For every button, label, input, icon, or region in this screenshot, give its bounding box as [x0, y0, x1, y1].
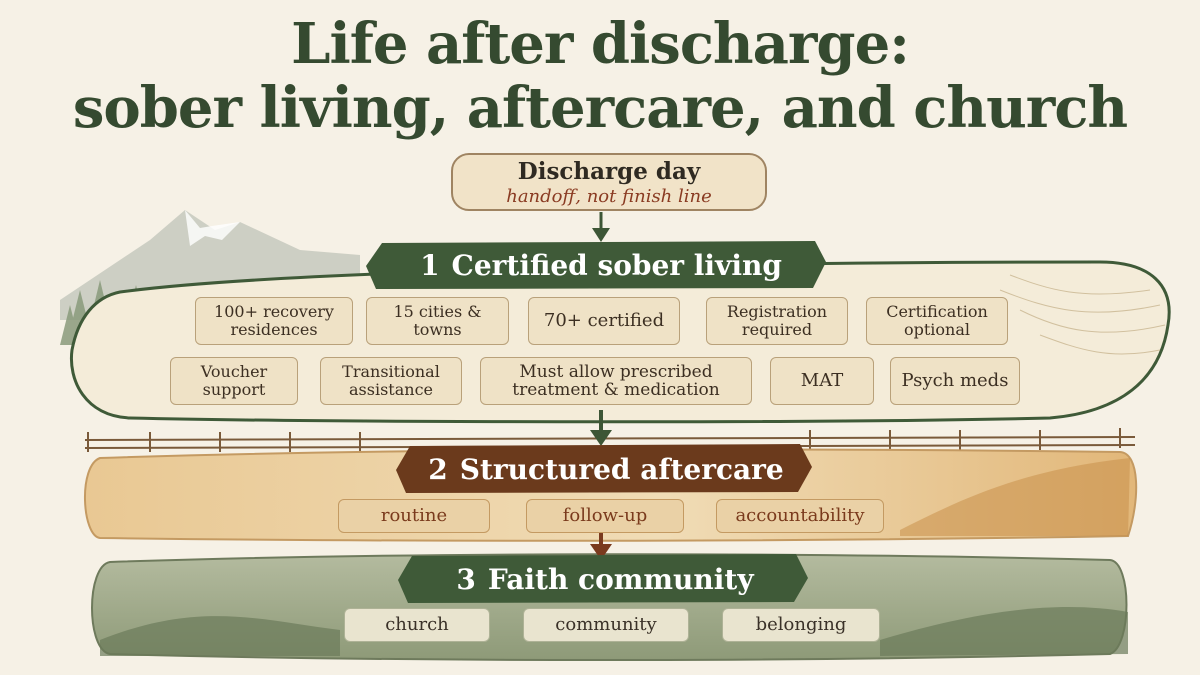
hills-icon [900, 458, 1130, 536]
stage-1-item: 100+ recovery residences [195, 297, 353, 345]
discharge-label: Discharge day [517, 158, 701, 185]
stage-1-item: Registration required [706, 297, 848, 345]
stage-2-item: routine [338, 499, 490, 533]
stage-2-item: follow-up [526, 499, 684, 533]
stage-2-number: 2 [428, 452, 448, 486]
discharge-sublabel: handoff, not finish line [506, 186, 712, 207]
stage-2-banner: 2 Structured aftercare [406, 446, 806, 492]
page-title-line-1: Life after discharge: [291, 11, 910, 77]
stage-1-title: Certified sober living [451, 248, 782, 282]
stage-2-title: Structured aftercare [459, 452, 784, 486]
topo-lines [999, 274, 1166, 355]
stage-3-title: Faith community [487, 562, 754, 596]
stage-3-item: church [344, 608, 490, 642]
arrow-down-icon [590, 410, 612, 446]
stage-1-item: 15 cities & towns [366, 297, 509, 345]
banner-2-shape [396, 444, 812, 493]
banner-3-shape [398, 554, 808, 603]
stage-3-item: belonging [722, 608, 880, 642]
page-title-line-2: sober living, aftercare, and church [72, 75, 1128, 141]
hills-left [100, 616, 340, 656]
discharge-day-box: Discharge day handoff, not finish line [451, 153, 767, 211]
stage-1-number: 1 [420, 248, 440, 282]
stage-3-item: community [523, 608, 689, 642]
stage-1-item: Psych meds [890, 357, 1020, 405]
banner-1-shape [366, 241, 826, 289]
stage-2-item: accountability [716, 499, 884, 533]
stage-3-banner: 3 Faith community [408, 556, 802, 602]
stage-1-item: Voucher support [170, 357, 298, 405]
stage-1-item: Certification optional [866, 297, 1008, 345]
hills-right [880, 607, 1128, 656]
stage-1-item: Must allow prescribed treatment & medica… [480, 357, 752, 405]
stage-1-item: MAT [770, 357, 874, 405]
stage-1-banner: 1 Certified sober living [376, 242, 826, 288]
stage-3-number: 3 [456, 562, 476, 596]
stage-1-item: 70+ certified [528, 297, 680, 345]
arrow-down-icon [592, 212, 610, 242]
stage-1-item: Transitional assistance [320, 357, 462, 405]
